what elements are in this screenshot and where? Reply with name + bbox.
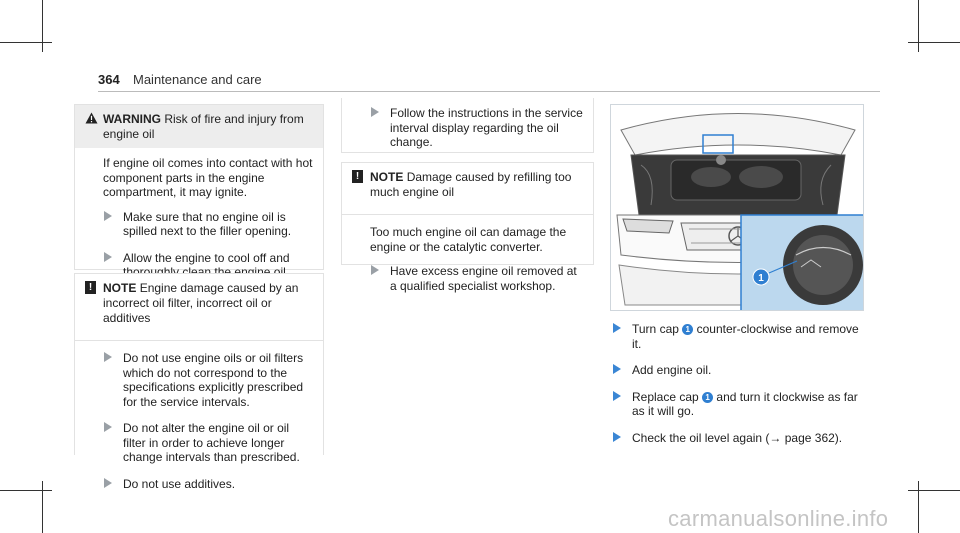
crop-mark [908,490,960,491]
note-label: NOTE [370,170,404,184]
warning-label: WARNING [103,112,161,126]
procedure-step: Add engine oil. [612,363,867,378]
note-exclamation-icon: ! [85,281,96,294]
page-reference-link[interactable]: Check the oil level again (→ page 362). [632,430,843,445]
procedure-step: Check the oil level again (→ page 362). [612,431,867,446]
continued-step: Follow the instructions in the service i… [370,106,583,150]
header-divider [98,91,880,92]
warning-heading: WARNING Risk of fire and injury from eng… [75,105,323,148]
step-arrow-icon [613,323,621,333]
crop-mark [908,42,960,43]
divider [75,340,323,341]
note-heading-text: Damage caused by refilling too much engi… [370,170,572,199]
crop-mark [42,481,43,533]
section-title: Maintenance and care [133,72,262,87]
crop-mark [918,0,919,52]
warning-body-text: If engine oil comes into contact with ho… [103,156,313,199]
crop-mark [918,481,919,533]
note-step: Do not use engine oils or oil filters wh… [103,351,313,409]
procedure-step: Replace cap 1 and turn it clockwise as f… [612,390,867,419]
note-body-text: Too much engine oil can damage the engin… [370,225,567,254]
step-arrow-icon [104,477,112,488]
step-arrow-icon [104,210,112,221]
note-box-overfill: ! NOTE Damage caused by refilling too mu… [341,162,594,293]
warning-box: WARNING Risk of fire and injury from eng… [74,104,324,308]
step-arrow-icon [613,431,621,442]
warning-heading-text: Risk of fire and injury from engine oil [103,112,304,141]
page-header: 364 Maintenance and care [98,72,880,92]
callout-1-icon: 1 [702,391,714,403]
warning-triangle-icon [85,112,98,128]
crop-mark [0,42,52,43]
step-arrow-icon [104,422,112,432]
note-step: Have excess engine oil removed at a qual… [370,264,583,293]
step-arrow-icon [371,265,379,275]
step-arrow-icon [371,107,379,117]
step-arrow-icon [104,251,112,262]
page-number: 364 [98,72,120,87]
callout-1-icon: 1 [682,324,694,335]
step-arrow-icon [613,390,621,401]
crop-mark [42,0,43,52]
procedure-step: Turn cap 1 counter-clockwise and remove … [612,322,867,351]
divider [342,214,593,215]
engine-compartment-illustration: 1 [610,104,864,311]
note-heading-text: Engine damage caused by an incorrect oil… [103,281,299,325]
figure-callout-1: 1 [758,273,764,284]
note-heading: ! NOTE Damage caused by refilling too mu… [342,163,593,206]
engine-drawing: 1 [616,113,863,310]
step-arrow-icon [104,352,112,362]
continued-note-box: Follow the instructions in the service i… [341,98,594,153]
step-arrow-icon [613,364,621,374]
crop-mark [0,490,52,491]
warning-step: Make sure that no engine oil is spilled … [103,210,313,239]
note-box-engine-damage: ! NOTE Engine damage caused by an incorr… [74,273,324,491]
note-heading: ! NOTE Engine damage caused by an incorr… [75,274,323,332]
note-step: Do not alter the engine oil or oil filte… [103,421,313,465]
note-exclamation-icon: ! [352,170,363,183]
oil-refill-procedure: Turn cap 1 counter-clockwise and remove … [612,322,867,457]
note-label: NOTE [103,281,137,295]
watermark: carmanualsonline.info [668,506,889,531]
note-step: Do not use additives. [103,477,313,492]
